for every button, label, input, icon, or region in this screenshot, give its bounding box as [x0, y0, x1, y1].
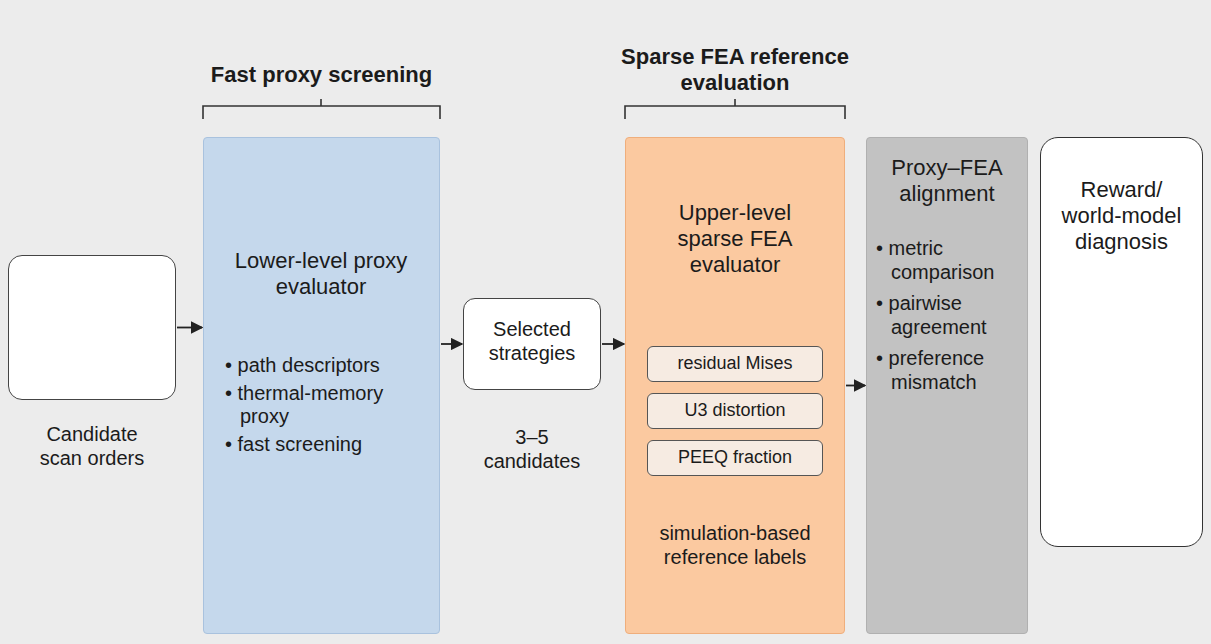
text-block: Selected strategies — [469, 318, 595, 365]
box-label: Sparse FEA reference evaluation — [595, 44, 875, 96]
bullet-item: • pairwise agreement — [876, 292, 1022, 339]
box-label: Lower-level proxy evaluator — [221, 248, 421, 300]
text-block: 3–5 candidates — [467, 426, 597, 473]
process-box: Fast proxy screeningLower-level proxy ev… — [203, 62, 440, 634]
process-box: Selected strategies 3–5 candidates — [463, 298, 601, 488]
text-block: Upper-level sparse FEA evaluator — [647, 200, 823, 278]
text-block: Sparse FEA reference evaluation — [595, 44, 875, 96]
flow-arrow — [846, 385, 865, 387]
box-outline — [8, 255, 176, 400]
metric-box: PEEQ fraction — [647, 440, 823, 476]
text-block: • path descriptors • thermal-memory proxy… — [225, 354, 430, 456]
bullet-item: • preference mismatch — [876, 347, 1022, 394]
box-label: Upper-level sparse FEA evaluator — [647, 200, 823, 278]
text-block: Candidate scan orders — [27, 423, 157, 470]
text-block: U3 distortion — [651, 400, 819, 421]
text-block: simulation-based reference labels — [635, 522, 835, 569]
box-label: Fast proxy screening — [183, 62, 460, 88]
box-label: Proxy–FEA alignment — [872, 155, 1022, 207]
text-block: PEEQ fraction — [651, 447, 819, 468]
text-block: residual Mises — [651, 353, 819, 374]
box-label: U3 distortion — [651, 400, 819, 421]
bullet-item: • path descriptors — [225, 354, 430, 378]
bullet-item: • thermal-memory proxy — [225, 382, 430, 429]
text-block: Fast proxy screening — [183, 62, 460, 88]
box-label: Reward/ world-model diagnosis — [1048, 177, 1195, 255]
process-box: Proxy–FEA alignment• metric comparison• … — [866, 137, 1028, 634]
box-label: Selected strategies — [469, 318, 595, 365]
box-label: 3–5 candidates — [467, 426, 597, 473]
box-label: Candidate scan orders — [27, 423, 157, 470]
text-block: • metric comparison • pairwise agreement •… — [876, 237, 1022, 395]
flow-arrow — [602, 343, 624, 345]
process-box: Reward/ world-model diagnosis — [1040, 137, 1203, 547]
metric-box: residual Mises — [647, 346, 823, 382]
process-box: Sparse FEA reference evaluationUpper-lev… — [625, 44, 845, 634]
text-block: Proxy–FEA alignment — [872, 155, 1022, 207]
flow-arrow — [441, 343, 462, 345]
bracket — [203, 99, 440, 119]
text-block: Lower-level proxy evaluator — [221, 248, 421, 300]
text-block: Reward/ world-model diagnosis — [1048, 177, 1195, 255]
box-label: residual Mises — [651, 353, 819, 374]
box-label: PEEQ fraction — [651, 447, 819, 468]
metric-box: U3 distortion — [647, 393, 823, 429]
box-label: simulation-based reference labels — [635, 522, 835, 569]
bullet-item: • metric comparison — [876, 237, 1022, 284]
bracket — [625, 99, 845, 119]
bullet-item: • fast screening — [225, 433, 430, 457]
process-box: Candidate scan orders — [8, 255, 176, 480]
flow-arrow — [177, 327, 202, 329]
